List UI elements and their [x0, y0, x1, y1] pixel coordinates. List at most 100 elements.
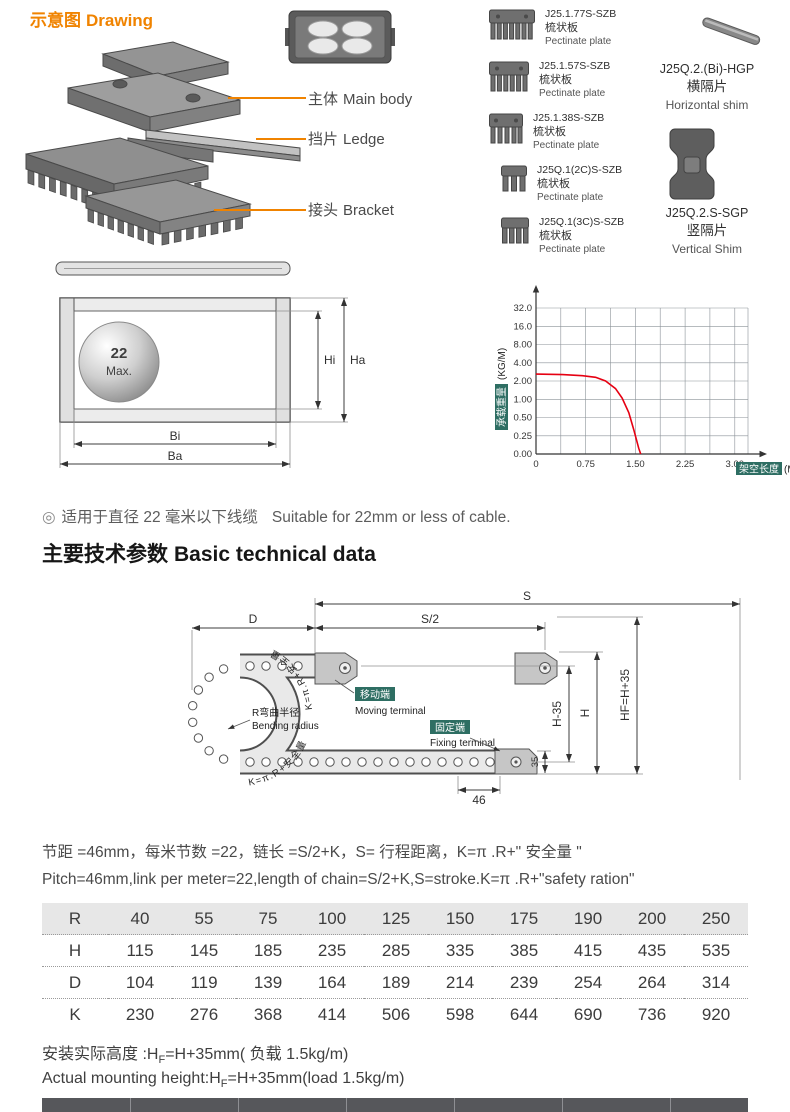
chain-link-pin [188, 717, 198, 728]
part-item: J25.1.57S-SZB 梳状板 Pectinate plate [488, 60, 610, 101]
dim-label-ha: Ha [350, 353, 366, 367]
comb-tooth [97, 212, 104, 228]
dim-label-hf: HF=H+35 [618, 669, 632, 721]
part-model: J25Q.2.S-SGP [665, 206, 749, 220]
comb-teeth [161, 216, 243, 246]
fixing-label-en: Fixing terminal [430, 738, 495, 749]
part-name-en: Pectinate plate [545, 36, 612, 47]
tech-title-zh: 主要技术参数 [42, 543, 168, 566]
pectinate-plate-icon [489, 113, 523, 144]
callout-line-bracket [214, 209, 306, 211]
comb-tooth [161, 232, 170, 246]
table-cell: 145 [172, 934, 236, 967]
table-cell: 598 [445, 1004, 475, 1024]
chain-link-pin [357, 757, 367, 767]
table-cell: 239 [492, 966, 556, 999]
dim-label-s: S [523, 590, 531, 603]
comb-tooth [127, 222, 134, 238]
chain-link-pin [485, 757, 495, 767]
chain-link-pin [389, 757, 399, 767]
dim-label-s2: S/2 [421, 612, 439, 626]
mounting-diagram: S S/2 D H-35 H HF=H+35 35 46 K=π.R+安全量 K… [188, 590, 741, 807]
dim-label-46: 46 [472, 793, 486, 807]
chain-link-pin [193, 733, 204, 743]
table-cell: 200 [620, 903, 684, 935]
ball-value: 22 [111, 345, 128, 362]
y-axis-arrow [532, 285, 540, 293]
callout-main-body-zh: 主体 [308, 91, 339, 108]
chain-link-pin [293, 757, 303, 767]
ledge-part [127, 129, 301, 163]
mount-zh-sub: F [158, 1054, 166, 1067]
comb-tooth [147, 229, 154, 245]
part-name-zh: 梳状板 [539, 73, 572, 86]
table-cell: 230 [125, 1004, 155, 1024]
main-body-part [67, 72, 241, 133]
fixing-label-box [430, 720, 470, 734]
next-table-header-partial [42, 1098, 748, 1112]
row-label: D [42, 966, 108, 999]
pectinate-plate-icon [501, 165, 527, 192]
tech-section-title: 主要技术参数 Basic technical data [42, 538, 382, 568]
table-cell: 335 [428, 934, 492, 967]
table-cell: 119 [172, 966, 236, 999]
tech-title-en: Basic technical data [174, 543, 376, 566]
table-cell: 314 [684, 966, 748, 999]
table-cell: 736 [637, 1004, 667, 1024]
callout-ledge-en: Ledge [343, 131, 385, 148]
part-item: J25Q.1(3C)S-SZB 梳状板 Pectinate plate [500, 216, 624, 257]
table-cell: 276 [189, 1004, 219, 1024]
comb-tooth [117, 219, 124, 235]
table-cell: 125 [364, 903, 428, 935]
side-part-sgp: J25Q.2.S-SGP 竖隔片 Vertical Shim [632, 204, 782, 258]
horizontal-shim-icon [702, 17, 761, 45]
table-cell: 435 [620, 934, 684, 967]
connector-face [294, 15, 386, 59]
row-label: K [69, 1004, 81, 1024]
chain-link-pin [421, 757, 431, 767]
part-name-en: Pectinate plate [539, 244, 606, 255]
comb-tooth [38, 173, 46, 190]
comb-tooth [137, 226, 144, 242]
radius-label-en: Bending radius [252, 721, 319, 732]
callout-ledge-zh: 挡片 [308, 131, 339, 148]
part-name-zh: 竖隔片 [686, 223, 728, 238]
row-label: H [42, 934, 108, 967]
chain-link-pin [193, 685, 204, 695]
table-cell: 644 [509, 1004, 539, 1024]
y-tick-label: 4.00 [514, 358, 533, 369]
table-cell: 235 [300, 934, 364, 967]
moving-label-leader [334, 679, 355, 694]
connector-button [341, 37, 373, 55]
drawing-title-en: Drawing [86, 11, 154, 30]
table-cell: 40 [108, 903, 172, 935]
main-drawing-image [25, 41, 301, 246]
part-item: J25.1.77S-SZB 梳状板 Pectinate plate [488, 8, 616, 49]
chain-link-pin [277, 757, 287, 767]
pitch-formula-zh: 节距 =46mm，每米节数 =22，链长 =S/2+K，S= 行程距离，K=π … [42, 844, 582, 861]
mount-zh-pre: 安装实际高度 :H [42, 1046, 159, 1063]
comb-tooth [210, 221, 219, 236]
part-model: J25.1.57S-SZB [539, 60, 611, 72]
moving-terminal-extended-bracket [514, 652, 558, 685]
part-name-en: Pectinate plate [539, 88, 606, 99]
moving-terminal-bracket [314, 652, 358, 685]
dim-label-bi: Bi [170, 429, 181, 443]
table-cell: 104 [108, 966, 172, 999]
callout-line-main-body [228, 97, 306, 99]
comb-tooth [59, 180, 67, 197]
radius-arrow [227, 719, 251, 730]
part-item: J25Q.1(2C)S-SZB 梳状板 Pectinate plate [500, 164, 622, 205]
callout-bracket-zh: 接头 [308, 202, 339, 219]
comb-tooth [49, 176, 56, 194]
comb-tooth [198, 224, 207, 238]
y-tick-label: 8.00 [514, 340, 533, 351]
y-tick-label: 16.0 [514, 321, 533, 332]
part-name-en: Horizontal shim [665, 98, 749, 112]
